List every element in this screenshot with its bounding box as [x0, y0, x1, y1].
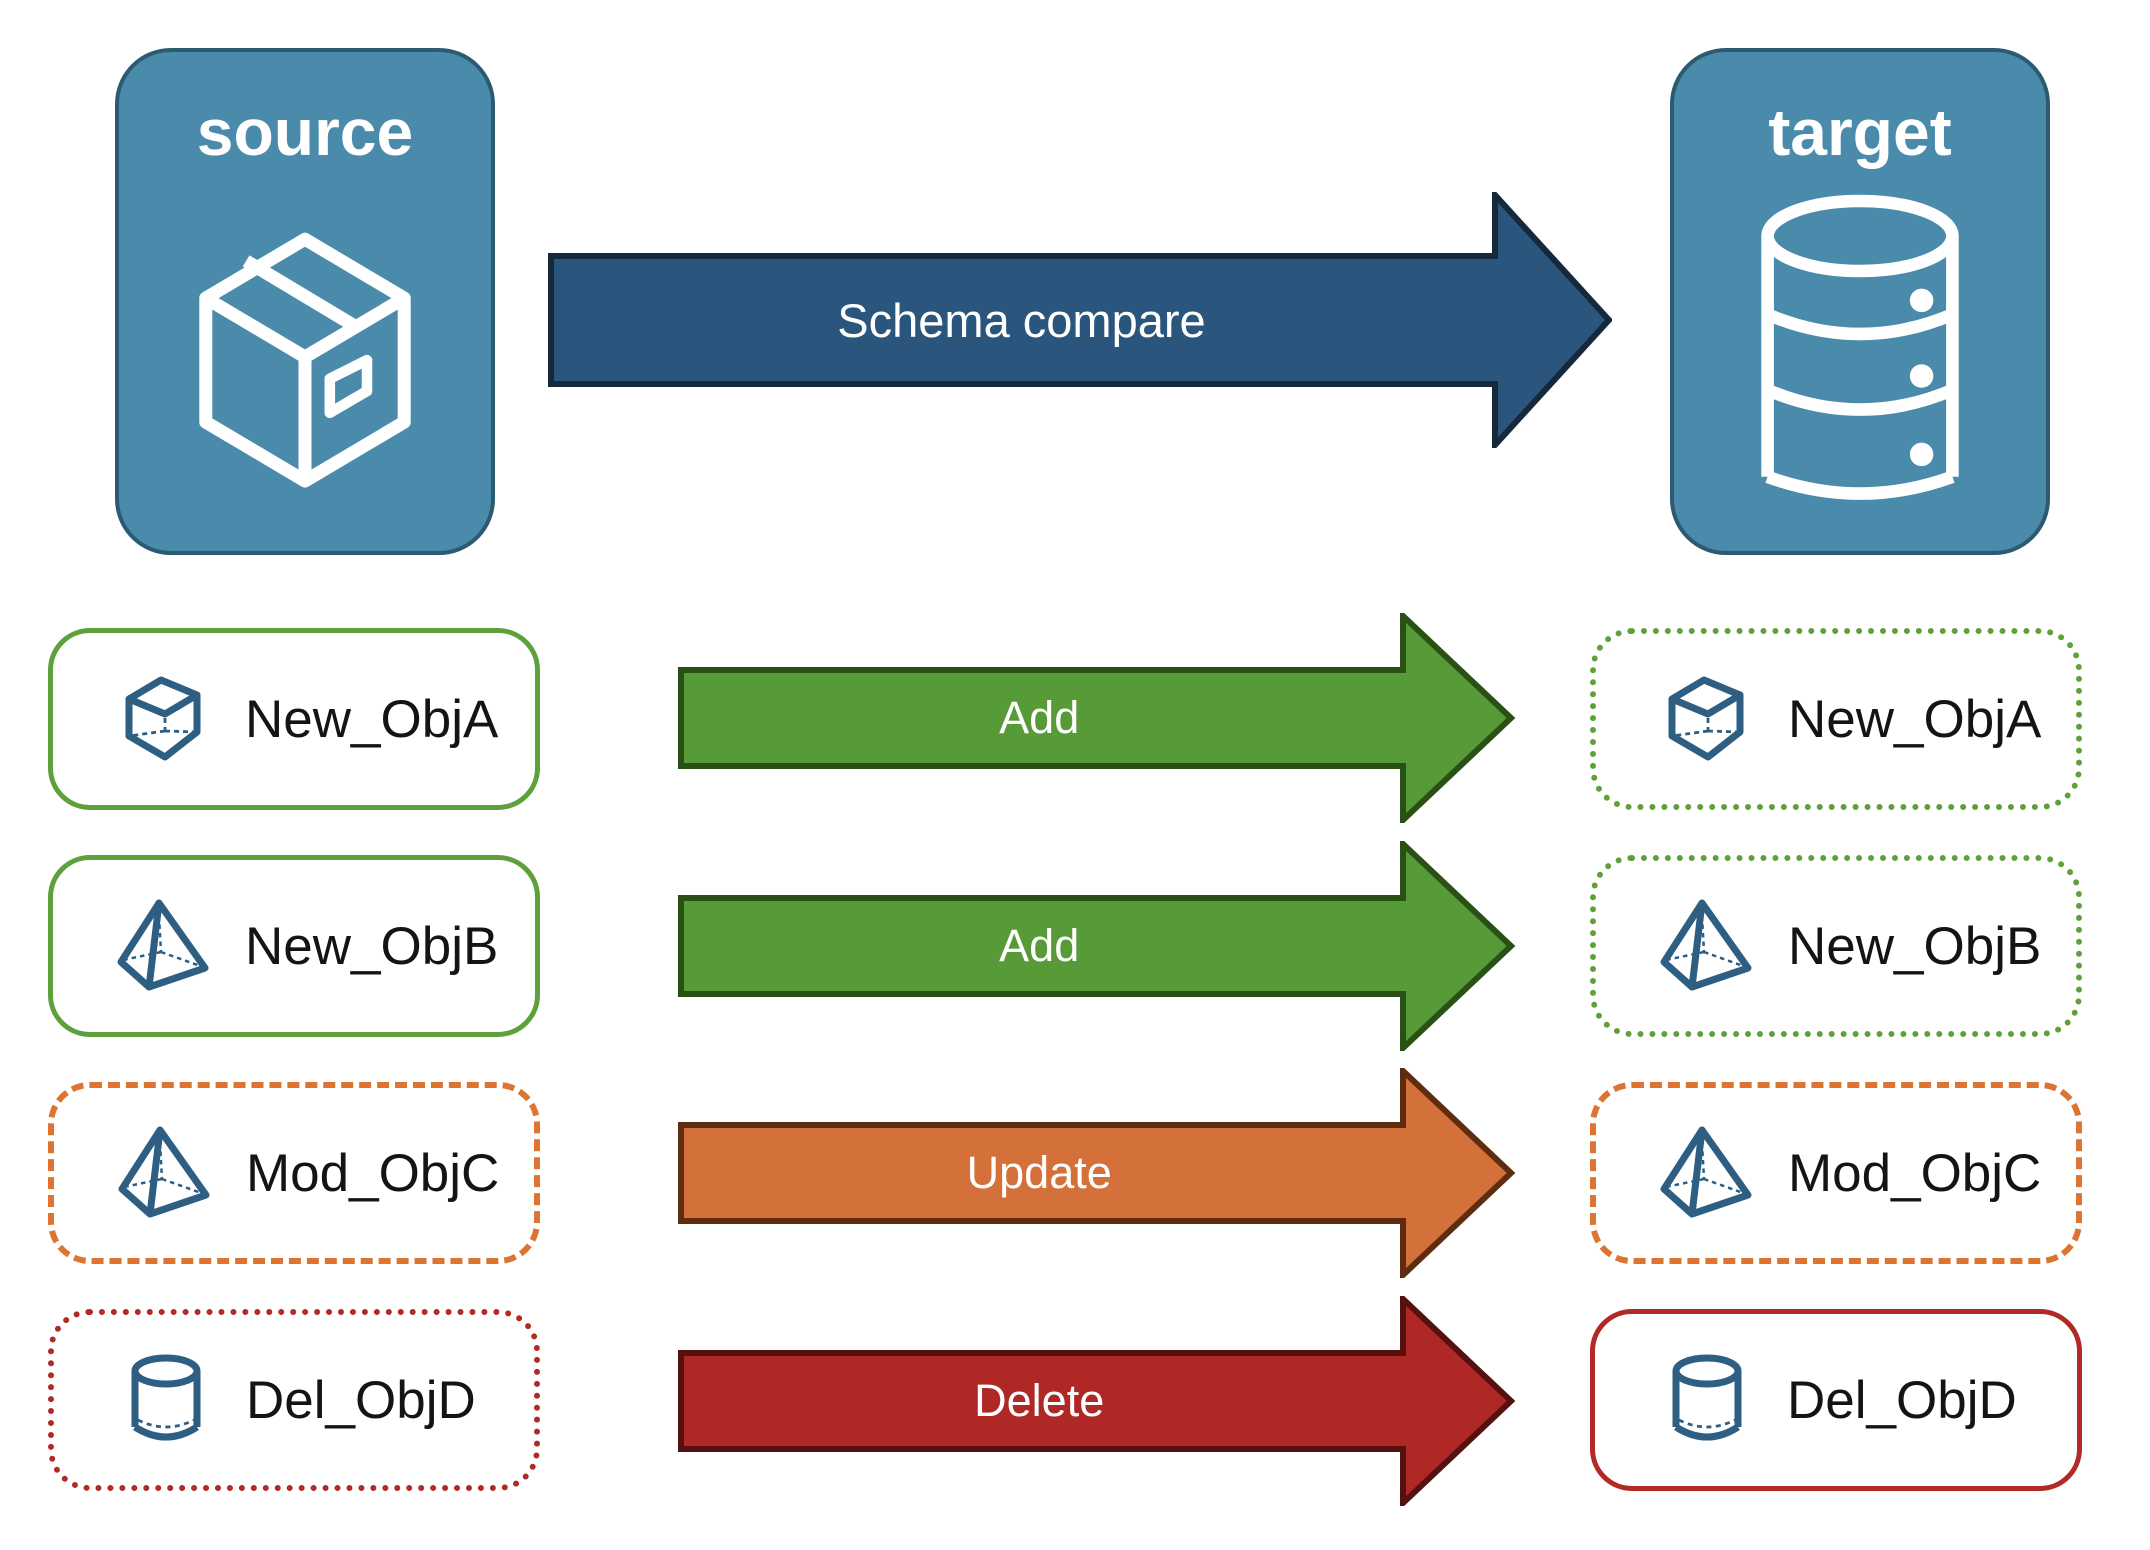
action-label: Add — [999, 920, 1080, 971]
action-label: Update — [966, 1147, 1112, 1198]
target-object-card-row-4: Del_ObjD — [1590, 1309, 2082, 1491]
add-arrow-row-1: Add — [678, 613, 1518, 823]
target-node-label: target — [1768, 95, 1952, 169]
target-object-card-row-1: New_ObjA — [1590, 628, 2082, 810]
package-icon — [150, 192, 460, 522]
source-object-card-row-3: Mod_ObjC — [48, 1082, 540, 1264]
object-label: New_ObjB — [1788, 916, 2042, 976]
source-node-label: source — [196, 95, 414, 169]
cube-icon — [115, 663, 215, 775]
schema-compare-arrow: Schema compare — [548, 192, 1612, 448]
action-label: Delete — [974, 1375, 1105, 1426]
source-object-card-row-2: New_ObjB — [48, 855, 540, 1037]
source-node: source — [115, 48, 495, 555]
pyramid-icon — [1658, 1117, 1758, 1229]
database-icon — [1720, 190, 2000, 520]
target-object-card-row-2: New_ObjB — [1590, 855, 2082, 1037]
source-object-card-row-1: New_ObjA — [48, 628, 540, 810]
delete-arrow-row-4: Delete — [678, 1296, 1518, 1506]
pyramid-icon — [115, 890, 215, 1002]
object-label: Del_ObjD — [1787, 1370, 2017, 1430]
target-node: target — [1670, 48, 2050, 555]
object-label: New_ObjA — [245, 689, 499, 749]
object-label: New_ObjB — [245, 916, 499, 976]
cylinder-icon — [1657, 1344, 1757, 1456]
schema-compare-arrow-label: Schema compare — [837, 293, 1206, 347]
cube-icon — [1658, 663, 1758, 775]
pyramid-icon — [1658, 890, 1758, 1002]
object-label: Mod_ObjC — [246, 1143, 500, 1203]
add-arrow-row-2: Add — [678, 841, 1518, 1051]
cylinder-icon — [116, 1344, 216, 1456]
object-label: Del_ObjD — [246, 1370, 476, 1430]
source-object-card-row-4: Del_ObjD — [48, 1309, 540, 1491]
object-label: Mod_ObjC — [1788, 1143, 2042, 1203]
pyramid-icon — [116, 1117, 216, 1229]
object-label: New_ObjA — [1788, 689, 2042, 749]
update-arrow-row-3: Update — [678, 1068, 1518, 1278]
target-object-card-row-3: Mod_ObjC — [1590, 1082, 2082, 1264]
action-label: Add — [999, 692, 1080, 743]
